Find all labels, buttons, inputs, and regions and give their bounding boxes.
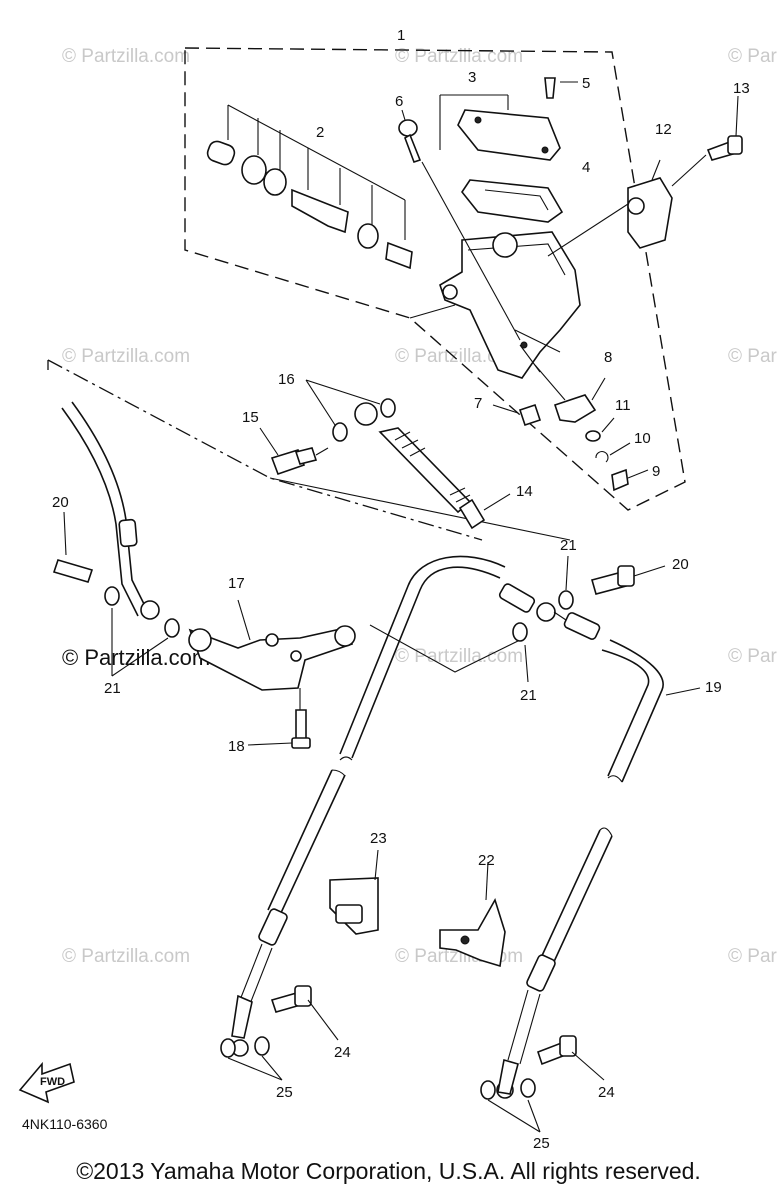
callout-17: 17	[228, 575, 245, 592]
copyright-notice: ©2013 Yamaha Motor Corporation, U.S.A. A…	[76, 1158, 701, 1184]
watermark: © Partzilla.com	[728, 646, 777, 667]
copper-washer	[512, 622, 528, 642]
diaphragm	[461, 179, 564, 223]
callout-6: 6	[395, 93, 403, 110]
fwd-label: FWD	[40, 1076, 65, 1088]
copper-washer	[380, 398, 396, 418]
callout-24-left: 24	[334, 1044, 351, 1061]
callout-7: 7	[474, 395, 482, 412]
callout-18: 18	[228, 738, 245, 755]
brake-hose-main	[267, 555, 701, 967]
callout-10: 10	[634, 430, 651, 447]
watermark: © Partzilla.com	[395, 646, 523, 667]
callout-2: 2	[316, 124, 324, 141]
copper-washer	[164, 618, 180, 638]
clip	[595, 451, 609, 463]
master-cylinder-body	[439, 231, 581, 379]
copper-washer	[558, 590, 574, 610]
watermark-prominent: © Partzilla.com	[62, 645, 210, 670]
routing-line	[269, 477, 571, 541]
brake-hose-left	[61, 401, 160, 620]
brake-hose-upper	[354, 402, 511, 530]
callout-14: 14	[516, 483, 533, 500]
copper-washer	[332, 422, 348, 442]
callouts: 1 2 3 4 5 6 7 8 9 10 11 12 13 14 15 16 1…	[52, 27, 750, 1152]
callout-19: 19	[705, 679, 722, 696]
watermarks: © Partzilla.com © Partzilla.com © Partzi…	[62, 46, 777, 967]
watermark: © Partzilla.com	[62, 46, 190, 67]
watermark: © Partzilla.com	[62, 346, 190, 367]
diagram-code: 4NK110-6360	[22, 1116, 108, 1132]
callout-16: 16	[278, 371, 295, 388]
routing-line	[409, 304, 456, 319]
watermark: © Partzilla.com	[728, 946, 777, 967]
callout-22: 22	[478, 852, 495, 869]
watermark: © Partzilla.com	[728, 346, 777, 367]
callout-25-left: 25	[276, 1084, 293, 1101]
joint-bolt	[295, 709, 307, 741]
watermark: © Partzilla.com	[62, 946, 190, 967]
brake-hose-joint	[188, 599, 356, 691]
caliper-fitting-right	[480, 954, 556, 1133]
bleed-screw	[398, 109, 521, 341]
assembly-boundary	[184, 47, 686, 511]
master-cylinder-holder	[627, 177, 673, 249]
callout-8: 8	[604, 349, 612, 366]
watermark: © Partzilla.com	[395, 46, 523, 67]
copper-washer	[104, 586, 120, 606]
callout-21-top: 21	[560, 537, 577, 554]
piston-kit	[206, 104, 413, 270]
callout-25-right: 25	[533, 1135, 550, 1152]
callout-1: 1	[397, 27, 405, 44]
callout-5: 5	[582, 75, 590, 92]
union-bolt	[259, 427, 329, 476]
callout-23: 23	[370, 830, 387, 847]
routing-line	[369, 624, 521, 673]
washer	[585, 430, 601, 442]
switch-screw	[518, 403, 542, 427]
callout-3: 3	[468, 69, 476, 86]
routing-line	[47, 359, 483, 541]
caliper-fitting-left	[220, 908, 288, 1081]
hose-guide	[329, 849, 379, 935]
screw	[611, 468, 629, 492]
union-bolt	[52, 559, 94, 583]
cap-screw	[544, 77, 556, 99]
reservoir-cap	[457, 109, 561, 161]
callout-21-right: 21	[520, 687, 537, 704]
callout-4: 4	[582, 159, 590, 176]
callout-21-left: 21	[104, 680, 121, 697]
callout-11: 11	[615, 397, 631, 414]
callout-12: 12	[655, 121, 672, 138]
callout-24-right: 24	[598, 1084, 615, 1101]
callout-9: 9	[652, 463, 660, 480]
callout-13: 13	[733, 80, 750, 97]
forward-arrow-icon: FWD	[18, 1061, 75, 1104]
watermark: © Partzilla.com	[728, 46, 777, 67]
callout-20-left: 20	[52, 494, 69, 511]
brake-light-switch	[553, 394, 597, 423]
callout-15: 15	[242, 409, 259, 426]
callout-20-right: 20	[672, 556, 689, 573]
hose-holder	[439, 861, 506, 968]
